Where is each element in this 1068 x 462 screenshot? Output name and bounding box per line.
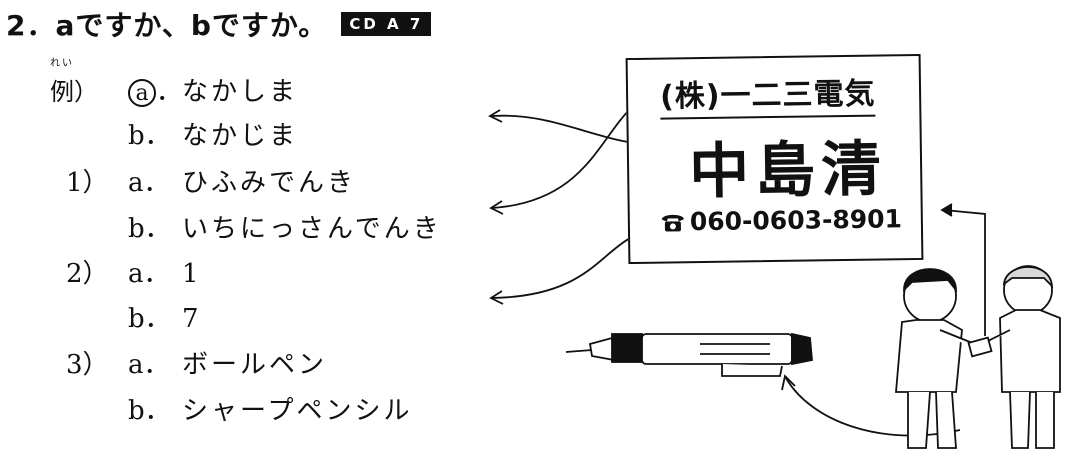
example-ruby: れい bbox=[50, 58, 74, 69]
choice-letter: a． bbox=[128, 168, 170, 198]
choice-text: ひふみでんき bbox=[182, 168, 357, 198]
circled-answer-a: a bbox=[128, 79, 156, 107]
choice-text: ボールペン bbox=[182, 350, 328, 380]
choice-text: 7 bbox=[182, 304, 202, 334]
choice-letter: b． bbox=[128, 121, 171, 151]
example-selected-answer: a． bbox=[128, 72, 182, 112]
arrow-head-card bbox=[940, 203, 953, 217]
card-company-name: (株)一二三電気 bbox=[659, 68, 876, 120]
mechanical-pencil-icon bbox=[565, 332, 813, 377]
card-phone: 060-0603-8901 bbox=[660, 204, 902, 236]
question-1-row-b: b． いちにっさんでんき bbox=[0, 209, 520, 249]
choice-text: シャープペンシル bbox=[182, 396, 413, 426]
question-3-row-a: 3） a． ボールペン bbox=[0, 345, 520, 385]
question-number: 1） bbox=[66, 168, 109, 198]
arrow-head-q1 bbox=[489, 200, 504, 215]
cd-track-badge: CD A 7 bbox=[341, 12, 432, 36]
question-2-row-a: 2） a． 1 bbox=[0, 254, 520, 294]
choice-letter: a． bbox=[128, 350, 170, 380]
question-3-row-b: b． シャープペンシル bbox=[0, 391, 520, 431]
question-2-row-b: b． 7 bbox=[0, 299, 520, 339]
arrow-people-to-card bbox=[943, 209, 986, 336]
exercise-title: 2．aですか、bですか。 CD A 7 bbox=[6, 6, 432, 42]
business-card: (株)一二三電気 中島清 060-0603-8901 bbox=[625, 53, 924, 265]
question-number: 3） bbox=[66, 350, 109, 380]
example-label: 例） bbox=[50, 78, 98, 106]
question-list: れい 例） a． なかしま b． なかじま 1） a． ひふみでんき b． いち… bbox=[0, 0, 520, 462]
choice-letter: a． bbox=[128, 259, 170, 289]
choice-letter: b． bbox=[128, 214, 171, 244]
arrow-people-to-pencil bbox=[785, 377, 961, 437]
arrow-head-example bbox=[488, 109, 503, 123]
arrow-head-q2 bbox=[489, 290, 504, 305]
choice-letter: b． bbox=[128, 304, 171, 334]
card-person-name: 中島清 bbox=[688, 134, 888, 208]
exercise-title-text: 2．aですか、bですか。 bbox=[6, 9, 328, 42]
example-row-b: b． なかじま bbox=[0, 116, 520, 156]
card-phone-number: 060-0603-8901 bbox=[689, 204, 903, 237]
choice-letter: b． bbox=[128, 396, 171, 426]
question-number: 2） bbox=[66, 259, 109, 289]
example-row-a: れい 例） a． なかしま bbox=[0, 58, 520, 112]
choice-text: いちにっさんでんき bbox=[182, 214, 442, 244]
two-businessmen-illustration bbox=[895, 265, 1061, 449]
choice-text: 1 bbox=[182, 259, 202, 289]
arrow-head-pencil bbox=[781, 374, 796, 391]
choice-text: なかしま bbox=[182, 77, 299, 107]
question-1-row-a: 1） a． ひふみでんき bbox=[0, 163, 520, 203]
choice-text: なかじま bbox=[182, 121, 299, 151]
telephone-icon bbox=[661, 214, 684, 232]
